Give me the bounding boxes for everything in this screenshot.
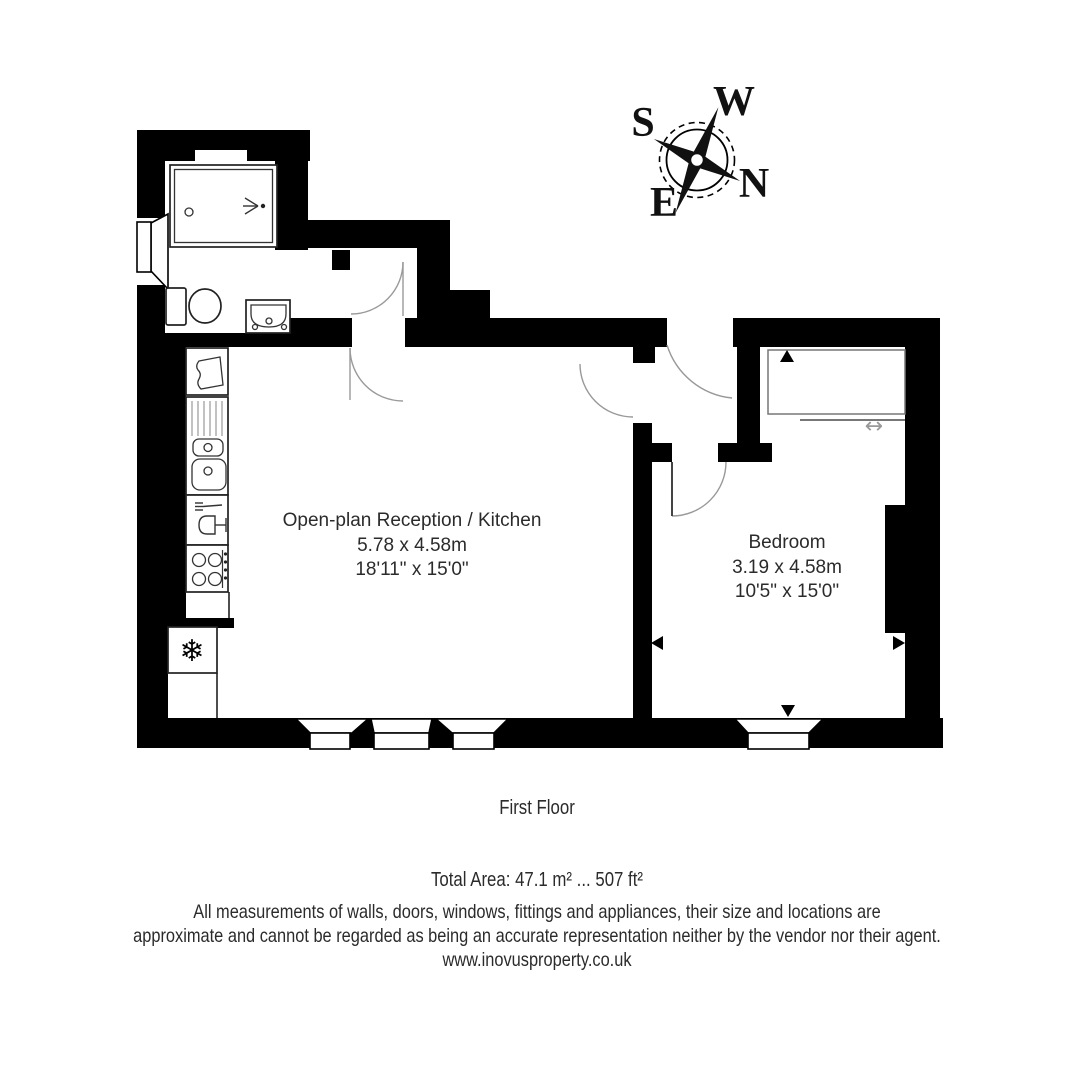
counter-edge	[216, 592, 230, 718]
walls	[137, 130, 943, 748]
total-area-text: Total Area: 47.1 m² ... 507 ft²	[431, 869, 643, 891]
bedroom-imperial: 10'5" x 15'0"	[734, 581, 840, 602]
bathroom-side-bay-window	[136, 212, 169, 292]
bathroom-top-window	[195, 150, 247, 161]
compass-rose-icon	[653, 107, 741, 213]
wardrobe-icon: ↔	[767, 349, 906, 439]
reception-room-name: Open-plan Reception / Kitchen	[282, 510, 542, 531]
bedroom-metric: 3.19 x 4.58m	[732, 556, 842, 578]
bedroom-name: Bedroom	[748, 532, 826, 553]
reception-room-imperial: 18'11" x 15'0"	[355, 559, 469, 580]
bath-icon	[169, 164, 278, 248]
disclaimer-line1: All measurements of walls, doors, window…	[193, 901, 881, 923]
hob-icon	[185, 544, 229, 593]
bedroom-door-arc	[671, 461, 727, 517]
bedroom-bay-window	[733, 718, 825, 750]
measurement-markers	[651, 350, 905, 717]
compass-south-label: S	[631, 100, 655, 146]
dishwasher-icon	[185, 494, 229, 546]
hall-door-arc	[579, 363, 634, 418]
bathroom-door-arc	[350, 261, 404, 315]
marker-up-icon	[780, 350, 794, 362]
reception-door-arc	[349, 347, 404, 402]
floor-title: First Floor	[499, 797, 575, 819]
door-arcs	[349, 261, 733, 517]
bedroom-label: Bedroom 3.19 x 4.58m 10'5" x 15'0"	[732, 531, 842, 605]
marker-left-icon	[651, 636, 663, 650]
marker-down-icon	[781, 705, 795, 717]
compass-north-label: N	[738, 161, 770, 207]
reception-room-metric: 5.78 x 4.58m	[357, 534, 467, 556]
entrance-door-arc	[666, 344, 733, 399]
compass-west-label: W	[713, 79, 755, 125]
shower-head-icon	[243, 197, 266, 215]
reception-bay-window	[294, 718, 510, 750]
fridge-icon: ❄	[167, 626, 218, 674]
website-url: www.inovusproperty.co.uk	[442, 949, 632, 971]
toilet-icon	[165, 287, 222, 326]
reception-room-label: Open-plan Reception / Kitchen 5.78 x 4.5…	[283, 509, 542, 583]
basin-icon	[245, 299, 291, 334]
snowflake-icon: ❄	[179, 634, 204, 669]
disclaimer-line2: approximate and cannot be regarded as be…	[133, 925, 941, 947]
marker-right-icon	[893, 636, 905, 650]
kitchen-sink-icon	[185, 396, 229, 496]
compass-east-label: E	[649, 180, 679, 226]
sliding-door-arrow-icon: ↔	[865, 414, 883, 439]
washing-machine-icon	[185, 347, 229, 396]
